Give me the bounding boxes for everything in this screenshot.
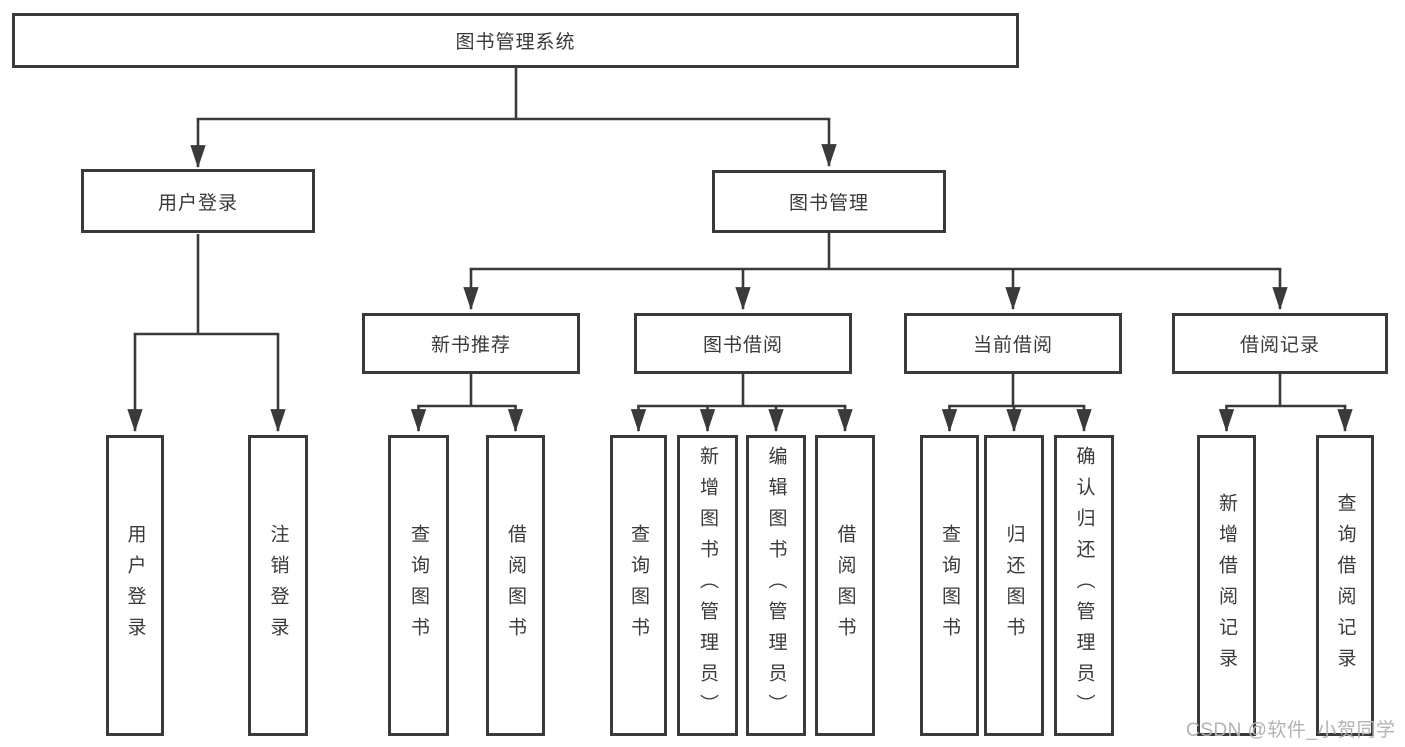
node-new-book-recommend: 新书推荐 xyxy=(362,313,580,374)
leaf-add-borrow-record: 新增借阅记录 xyxy=(1197,435,1256,736)
node-user-login: 用户登录 xyxy=(81,169,315,233)
leaf-add-books-admin: 新增图书（管理员） xyxy=(677,435,738,736)
leaf-logout: 注销登录 xyxy=(248,435,308,736)
node-book-management: 图书管理 xyxy=(712,170,946,233)
csdn-watermark: CSDN @软件_小贺同学 xyxy=(1186,720,1396,741)
node-borrowing-records: 借阅记录 xyxy=(1172,313,1388,374)
leaf-current-query-books: 查询图书 xyxy=(920,435,979,736)
leaf-return-books: 归还图书 xyxy=(984,435,1044,736)
leaf-recommend-borrow-books: 借阅图书 xyxy=(486,435,545,736)
leaf-borrow-books: 借阅图书 xyxy=(815,435,875,736)
node-book-borrowing: 图书借阅 xyxy=(634,313,852,374)
node-current-borrowing: 当前借阅 xyxy=(904,313,1122,374)
leaf-user-login: 用户登录 xyxy=(106,435,164,736)
leaf-confirm-return-admin: 确认归还（管理员） xyxy=(1054,435,1114,736)
leaf-query-borrow-record: 查询借阅记录 xyxy=(1316,435,1374,736)
leaf-borrowing-query-books: 查询图书 xyxy=(610,435,667,736)
node-system-root: 图书管理系统 xyxy=(12,13,1019,68)
leaf-recommend-query-books: 查询图书 xyxy=(388,435,449,736)
leaf-edit-books-admin: 编辑图书（管理员） xyxy=(746,435,806,736)
